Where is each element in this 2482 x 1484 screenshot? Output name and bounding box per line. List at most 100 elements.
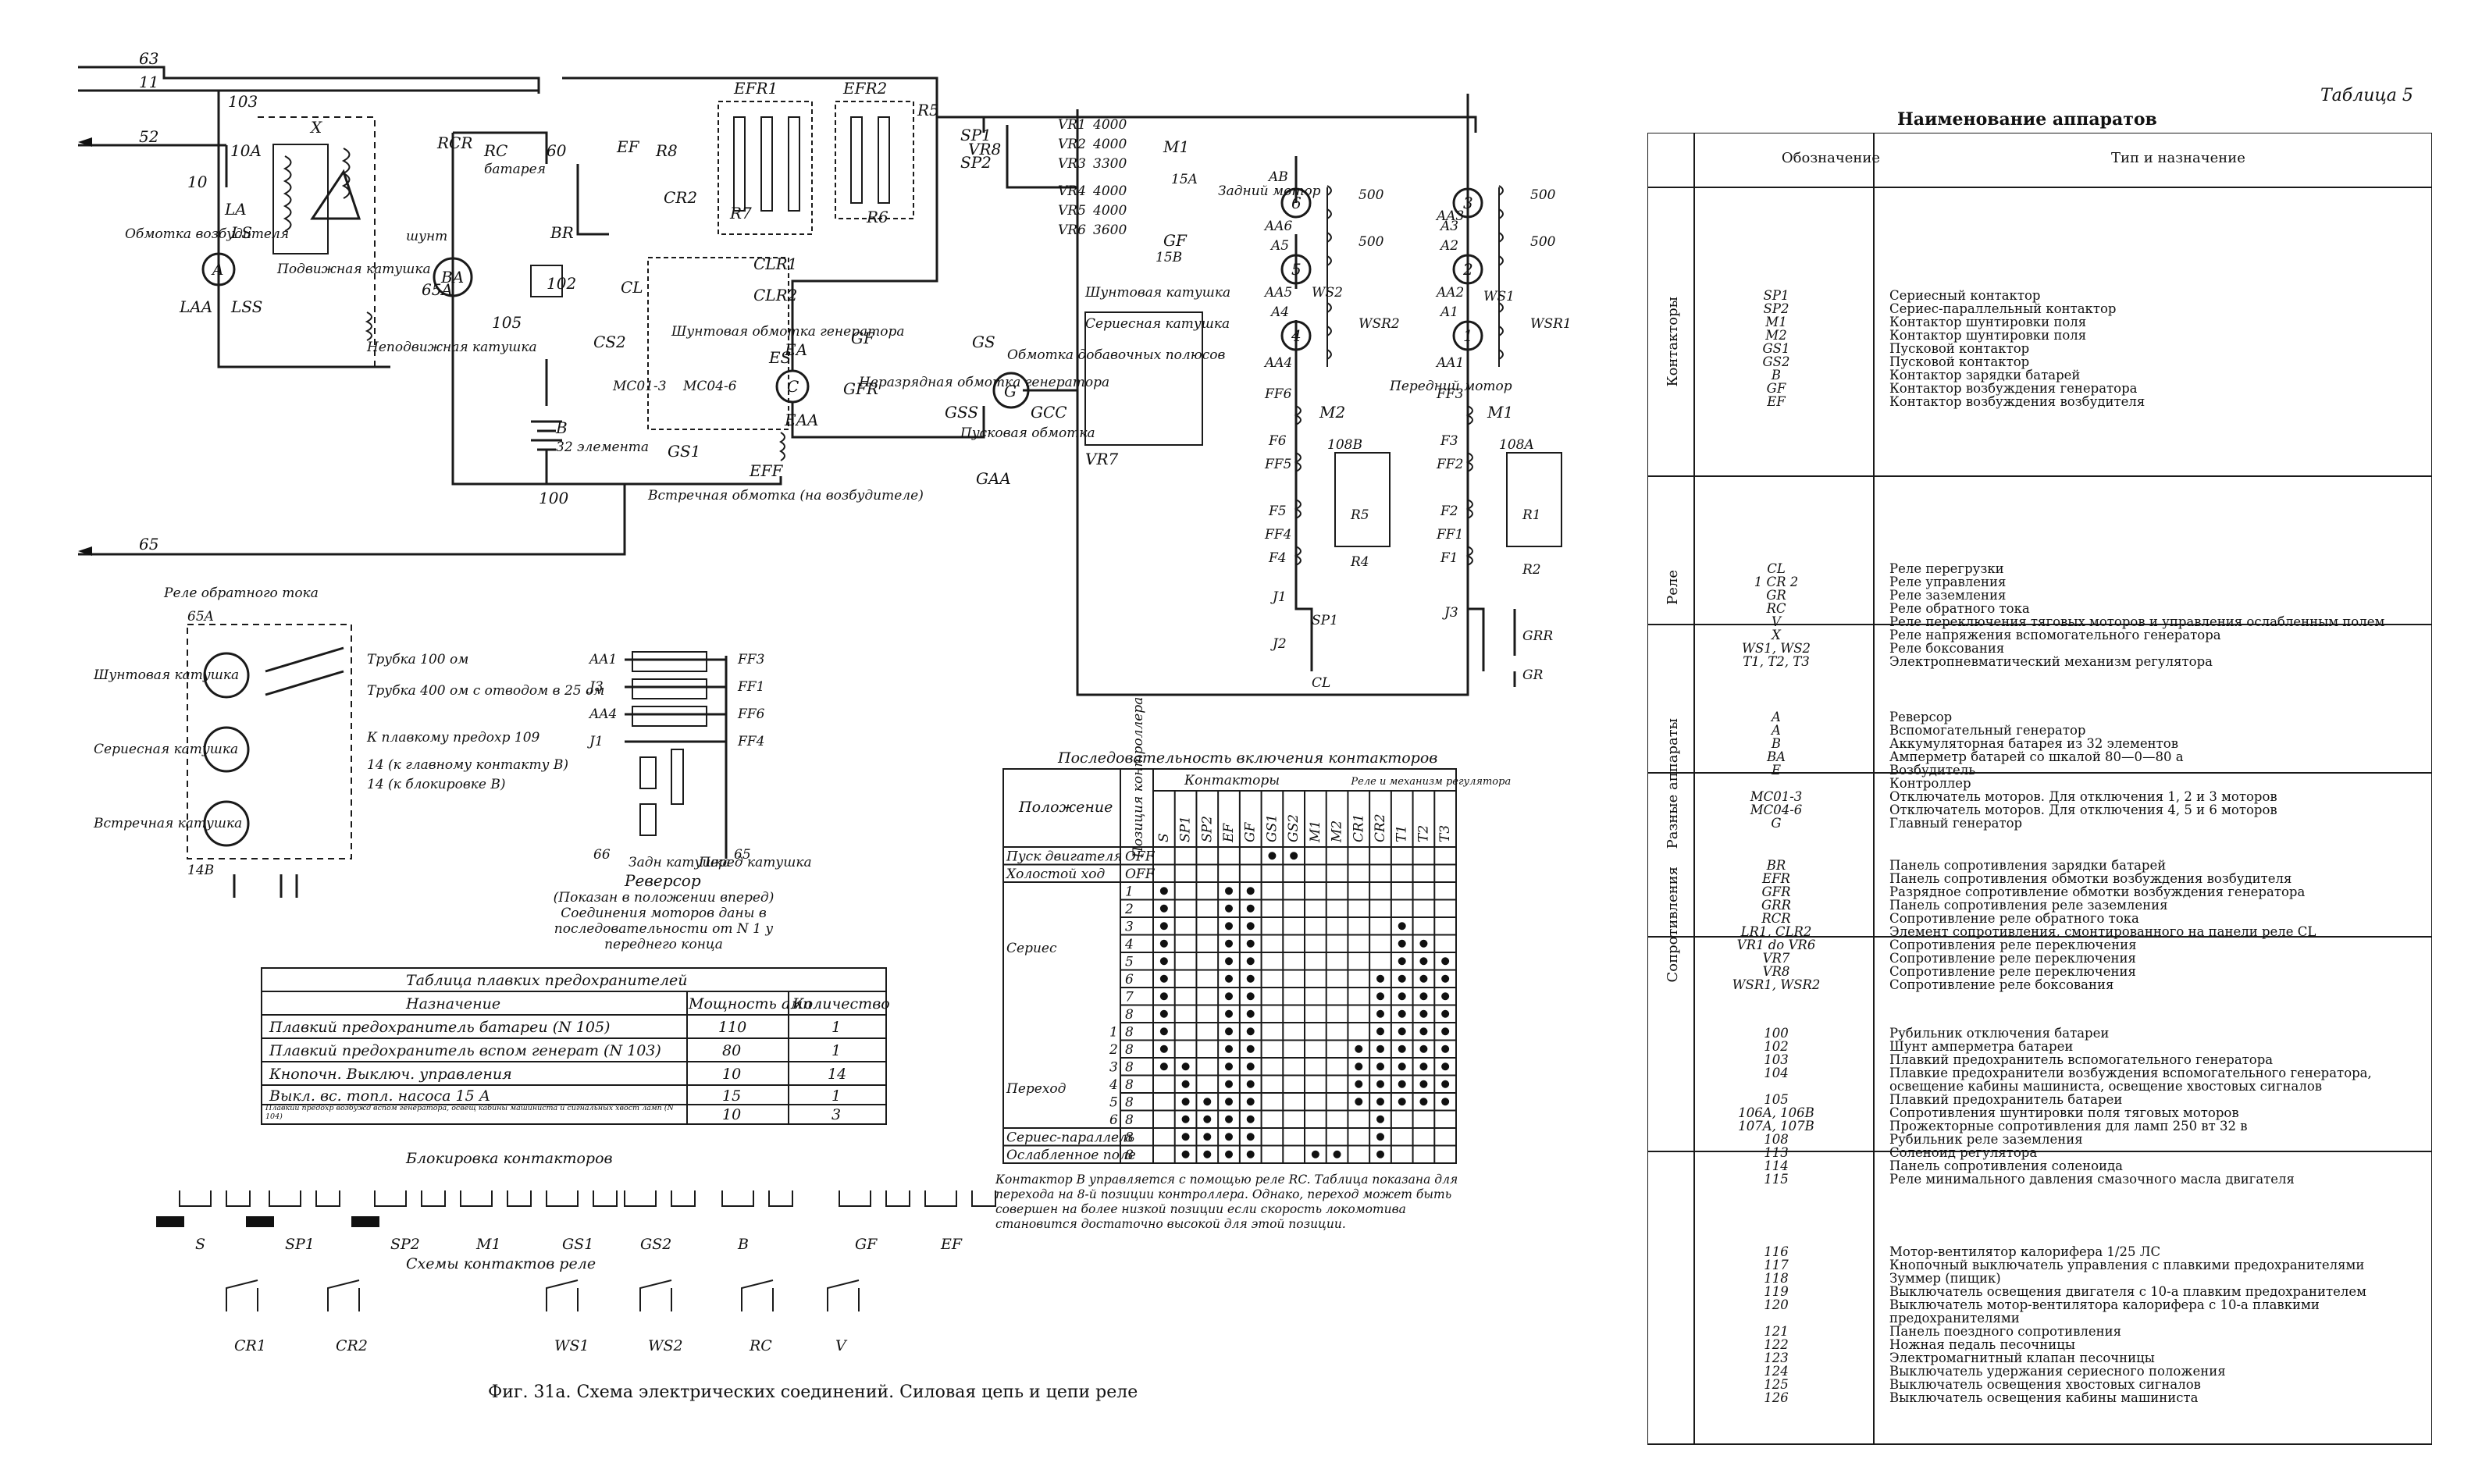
label-108A: 108A xyxy=(1499,437,1534,453)
label-to-fuse: К плавкому предохр 109 xyxy=(366,730,540,746)
apparatus-designation: V xyxy=(1772,614,1781,629)
relay-label: CR2 xyxy=(336,1337,368,1354)
interlock-contact xyxy=(839,1190,910,1207)
seq-row-ctrl: 7 xyxy=(1125,990,1134,1005)
apparatus-group-label: Сопротивления xyxy=(1665,867,1681,983)
apparatus-designation: GRR xyxy=(1761,898,1792,913)
seq-dot xyxy=(1398,1062,1406,1071)
apparatus-designation: VR8 xyxy=(1762,964,1790,979)
seq-dot xyxy=(1225,1133,1233,1141)
label-VR4: VR4 xyxy=(1058,183,1086,199)
seq-row-position: Пуск двигателя xyxy=(1006,849,1122,865)
interlock-label: SP1 xyxy=(285,1236,315,1253)
interlock-bar xyxy=(351,1216,379,1227)
seq-row-ctrl: 8 xyxy=(1125,1060,1134,1076)
fuse-col-3: Количество xyxy=(792,995,890,1012)
apparatus-designation: VR1 do VR6 xyxy=(1736,938,1816,952)
apparatus-designation: GS2 xyxy=(1762,354,1790,369)
label-F5: F5 xyxy=(1268,504,1287,519)
seq-col-header: SP2 xyxy=(1199,816,1215,842)
apparatus-designation: LR1, CLR2 xyxy=(1740,924,1812,939)
label-65b: 65 xyxy=(734,847,751,863)
apparatus-description: Плавкий предохранитель вспомогательного … xyxy=(1889,1052,2274,1067)
label-B-cells: 32 элемента xyxy=(556,440,649,455)
seq-col-header: EF xyxy=(1221,823,1237,843)
label-CLR2: CLR2 xyxy=(753,286,797,304)
apparatus-description: Плавкий предохранитель батареи xyxy=(1889,1092,2123,1107)
seq-dot xyxy=(1225,1098,1233,1106)
apparatus-description: Плавкие предохранители возбуждения вспом… xyxy=(1889,1066,2372,1094)
label-VR2: VR2 xyxy=(1058,137,1086,152)
seq-col-header: CR2 xyxy=(1373,813,1388,842)
apparatus-designation: E xyxy=(1771,763,1782,778)
seq-dot xyxy=(1419,974,1428,983)
label-R1: R1 xyxy=(1522,507,1541,523)
label-FF4r: FF4 xyxy=(737,734,764,749)
interlock-contact xyxy=(546,1190,618,1207)
seq-dot xyxy=(1181,1080,1190,1088)
label-J3r: J3 xyxy=(587,679,604,695)
label-AB: AB xyxy=(1267,169,1288,185)
apparatus-description: Мотор-вентилятор калорифера 1/25 ЛС xyxy=(1889,1244,2161,1259)
fuse-r1-c2: 110 xyxy=(718,1019,746,1036)
label-WSR2: WSR2 xyxy=(1359,316,1400,332)
seq-dot xyxy=(1225,887,1233,895)
apparatus-description: Панель сопротивления соленоида xyxy=(1889,1158,2124,1173)
sequence-table: Последовательность включения контакторов… xyxy=(995,697,1511,1231)
interlocks-title: Блокировка контакторов xyxy=(405,1150,613,1167)
apparatus-description: Выключатель освещения кабины машиниста xyxy=(1889,1390,2199,1405)
label-r4000-4: 4000 xyxy=(1092,203,1127,219)
seq-row-position: Сериес xyxy=(1006,941,1057,956)
apparatus-description: Элемент сопротивления, смонтированного н… xyxy=(1889,924,2316,939)
seq-dot xyxy=(1441,1044,1450,1053)
fuse-r2-c1: Плавкий предохранитель вспом генерат (N … xyxy=(269,1042,661,1059)
label-F6: F6 xyxy=(1268,433,1287,449)
label-R5: R5 xyxy=(917,101,939,119)
apparatus-designation: 1 CR 2 xyxy=(1754,575,1799,589)
apparatus-description: Зуммер (пищик) xyxy=(1889,1271,2001,1286)
apparatus-description: Сериесный контактор xyxy=(1889,288,2041,303)
seq-dot xyxy=(1355,1080,1363,1088)
apparatus-description: Амперметр батарей со шкалой 80—0—80 а xyxy=(1889,749,2184,764)
interlock-contact xyxy=(179,1190,251,1207)
apparatus-designation: MC04-6 xyxy=(1750,802,1803,817)
seq-col-header: T3 xyxy=(1437,825,1453,842)
interlocks-block: Блокировка контакторов Схемы контактов р… xyxy=(156,1150,996,1354)
seq-dot xyxy=(1398,1027,1406,1036)
apparatus-designation: BR xyxy=(1766,858,1786,873)
interlock-contact xyxy=(721,1190,793,1207)
seq-dot xyxy=(1376,1027,1384,1036)
seq-row-ctrl: 4 xyxy=(1124,937,1134,952)
seq-dot xyxy=(1355,1098,1363,1106)
seq-dot xyxy=(1159,1027,1168,1036)
seq-col-header: S xyxy=(1156,833,1172,842)
fuse-table-title: Таблица плавких предохранителей xyxy=(406,972,688,989)
seq-dot xyxy=(1376,1150,1384,1158)
seq-note: Контактор B управляется с помощью реле R… xyxy=(995,1173,1458,1231)
seq-row-ctrl: 8 xyxy=(1125,1025,1134,1041)
apparatus-description: Соленоид регулятора xyxy=(1889,1145,2038,1160)
label-14B: 14B xyxy=(187,863,214,878)
apparatus-description: Кнопочный выключатель управления с плавк… xyxy=(1889,1258,2365,1272)
apparatus-description: Вспомогательный генератор xyxy=(1889,723,2086,738)
seq-row-ctrl: 3 xyxy=(1125,920,1134,935)
interlock-label: M1 xyxy=(475,1236,501,1253)
seq-dot xyxy=(1159,904,1168,913)
seq-dot xyxy=(1419,992,1428,1001)
seq-dot xyxy=(1398,974,1406,983)
label-R2: R2 xyxy=(1522,562,1541,578)
apparatus-designation: B xyxy=(1771,736,1782,751)
